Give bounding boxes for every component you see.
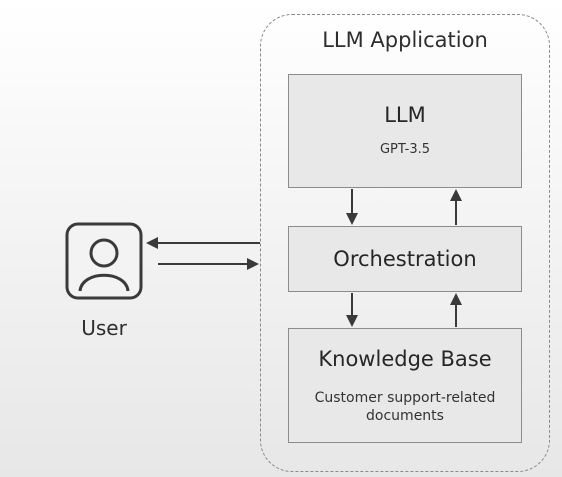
user-icon bbox=[65, 222, 143, 300]
arrow-orchestration-to-llm bbox=[450, 189, 462, 225]
user-arrow-in bbox=[146, 237, 260, 249]
arrow-orchestration-to-kb bbox=[346, 293, 358, 327]
knowledge-base-description: Customer support-related documents bbox=[314, 389, 496, 424]
user-label: User bbox=[81, 316, 127, 340]
llm-model: GPT-3.5 bbox=[379, 142, 431, 157]
orchestration-box: Orchestration bbox=[288, 226, 522, 292]
knowledge-base-box: Knowledge Base Customer support-related … bbox=[288, 328, 522, 443]
llm-application-title: LLM Application bbox=[322, 28, 488, 52]
orchestration-title: Orchestration bbox=[333, 247, 477, 271]
user-arrow-out bbox=[158, 258, 259, 270]
llm-title: LLM bbox=[384, 103, 426, 127]
llm-application-container bbox=[260, 14, 550, 472]
llm-box: LLM GPT-3.5 bbox=[288, 74, 522, 188]
knowledge-base-title: Knowledge Base bbox=[318, 346, 492, 371]
arrow-llm-to-orchestration bbox=[346, 189, 358, 225]
arrow-kb-to-orchestration bbox=[450, 293, 462, 327]
